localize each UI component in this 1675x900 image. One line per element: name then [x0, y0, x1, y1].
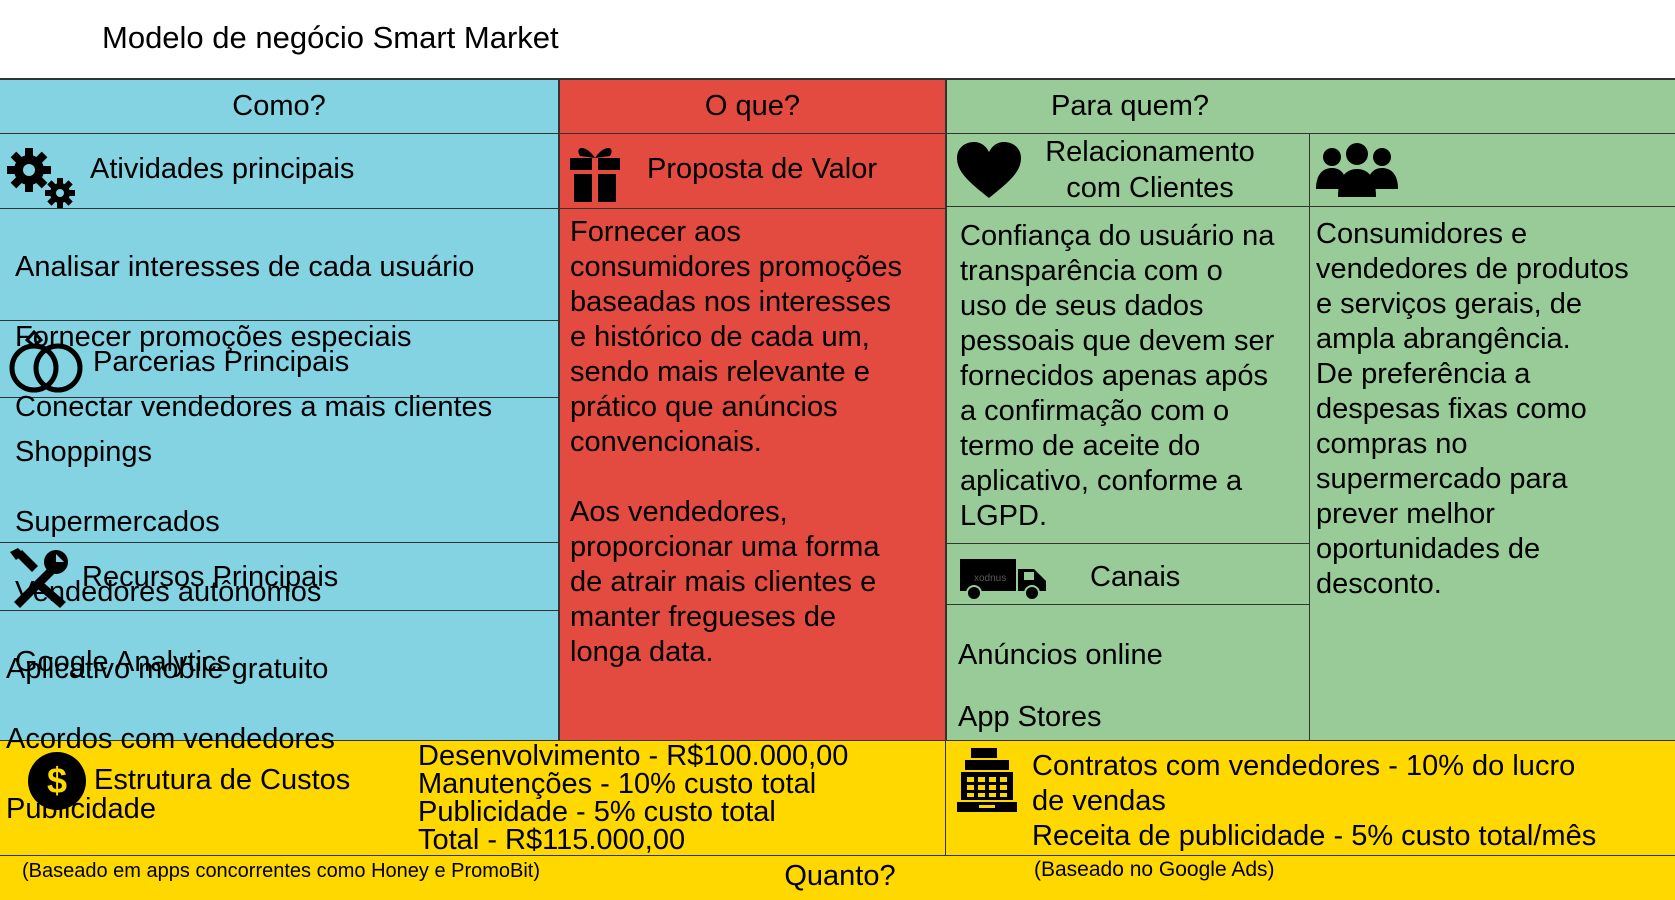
how-much-header: Quanto? [784, 860, 896, 892]
list-item: Contratos com vendedores - 10% do lucro [1032, 750, 1576, 782]
cost-structure-title: Estrutura de Custos [94, 764, 351, 796]
list-item: Publicidade [6, 793, 156, 825]
customer-relationships-title: Relacionamento com Clientes [1045, 136, 1255, 204]
truck-label: xodnus [974, 573, 1006, 584]
key-activities-title: Atividades principais [90, 153, 355, 185]
divider [558, 78, 560, 741]
how-region [0, 78, 558, 741]
list-item: Supermercados [15, 506, 220, 538]
divider [0, 78, 1675, 80]
key-partners-title: Parcerias Principais [93, 346, 350, 378]
cost-structure-note: (Baseado em apps concorrentes como Honey… [22, 860, 541, 882]
value-proposition-title: Proposta de Valor [647, 153, 877, 185]
people-icon [1316, 143, 1398, 197]
key-partners-list: Shoppings Supermercados Vendedores autôn… [15, 400, 321, 715]
divider [0, 542, 558, 543]
list-item: Desenvolvimento - R$100.000,00 [418, 740, 849, 772]
divider [0, 320, 558, 321]
revenue-streams-note: (Baseado no Google Ads) [1034, 858, 1275, 881]
what-region [558, 78, 947, 741]
rings-icon [7, 330, 87, 396]
divider [947, 543, 1309, 544]
cash-register-icon [957, 748, 1017, 812]
list-item: Conectar vendedores a mais clientes [15, 391, 493, 423]
channels-title: Canais [1090, 561, 1181, 593]
who-header: Para quem? [1051, 90, 1209, 122]
divider [560, 208, 945, 209]
gears-icon [5, 146, 77, 208]
list-item: Google Analytics [15, 646, 232, 678]
customer-segments-text: Consumidores e vendedores de produtos e … [1316, 218, 1629, 600]
divider [0, 855, 1675, 856]
divider [945, 78, 947, 741]
key-activities-list: Analisar interesses de cada usuário Forn… [15, 215, 492, 460]
heart-icon [955, 142, 1023, 200]
divider [1309, 134, 1310, 741]
customer-relationships-text: Confiança do usuário na transparência co… [960, 220, 1275, 532]
list-item: Publicidade - 5% custo total [418, 796, 776, 828]
list-item: Analisar interesses de cada usuário [15, 251, 475, 283]
what-header: O que? [704, 90, 801, 122]
divider [947, 604, 1309, 605]
how-much-region [0, 741, 1675, 900]
list-item: Total - R$115.000,00 [418, 824, 686, 856]
divider [0, 610, 558, 611]
list-item: Aplicativo mobile gratuito [6, 653, 329, 685]
divider [0, 133, 1675, 134]
how-header: Como? [232, 90, 326, 122]
key-resources-list: Aplicativo mobile gratuito Acordos com v… [6, 617, 335, 862]
value-proposition-text: Fornecer aos consumidores promoções base… [570, 216, 903, 668]
dollar-icon: $ [28, 752, 86, 810]
list-item: App Stores [958, 701, 1102, 733]
revenue-streams-text: Contratos com vendedores - 10% do lucro … [1032, 749, 1596, 854]
tools-icon [8, 548, 72, 608]
divider [947, 206, 1675, 207]
cost-structure-list: Desenvolvimento - R$100.000,00 Manutençõ… [418, 740, 849, 856]
list-item: Acordos com vendedores [6, 723, 335, 755]
divider [0, 397, 558, 398]
divider [0, 208, 558, 209]
list-item: Manutenções - 10% custo total [418, 768, 817, 800]
svg-text:$: $ [47, 760, 67, 801]
list-item: Shoppings [15, 436, 153, 468]
list-item: de vendas [1032, 785, 1166, 817]
key-resources-title: Recursos Principais [82, 561, 339, 593]
channels-list: Anúncios online App Stores [958, 609, 1163, 764]
page-title: Modelo de negócio Smart Market [102, 20, 559, 55]
who-region [947, 78, 1675, 741]
truck-icon: xodnus [960, 557, 1048, 601]
list-item: Fornecer promoções especiais [15, 321, 412, 353]
divider [945, 741, 946, 855]
gift-icon [568, 142, 622, 204]
list-item: Anúncios online [958, 639, 1163, 671]
divider [0, 740, 1675, 741]
list-item: Receita de publicidade - 5% custo total/… [1032, 820, 1597, 852]
